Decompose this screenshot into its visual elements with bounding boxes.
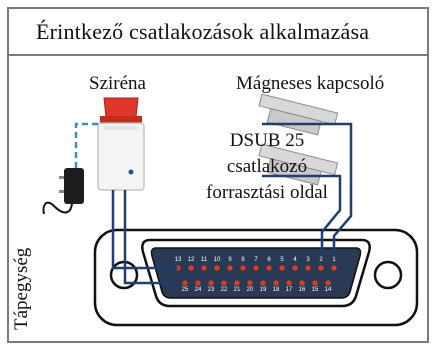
power-supply-label: Tápegység <box>11 247 32 330</box>
magnet-wires <box>262 122 353 256</box>
connector-pin-bottom <box>299 280 305 286</box>
connector-pin-bottom <box>221 280 227 286</box>
connector-pin-bottom-label: 14 <box>325 287 332 293</box>
connector-pin-bottom-label: 16 <box>299 287 306 293</box>
connector-pin-bottom <box>182 280 188 286</box>
pins-top-row: 13 12 11 10 9 8 7 6 5 4 3 2 1 <box>175 257 337 271</box>
connector-pin-top <box>240 265 246 271</box>
connector-pin-top-label: 12 <box>188 257 195 263</box>
connector-pin-top-label: 11 <box>201 257 208 263</box>
connector-pin-bottom <box>312 280 318 286</box>
connector-pin-bottom-label: 18 <box>273 287 280 293</box>
connector-pin-top <box>201 265 207 271</box>
connector-pin-top <box>305 265 311 271</box>
connector-pin-top <box>227 265 233 271</box>
siren-icon <box>97 97 145 191</box>
pins-bottom-row: 25 24 23 22 21 20 19 18 17 16 15 14 <box>182 280 332 293</box>
connector-pin-top <box>188 265 194 271</box>
connector-pin-top <box>279 265 285 271</box>
connector-pin-top <box>266 265 272 271</box>
header-bar: Érintkező csatlakozások alkalmazása <box>9 9 427 56</box>
magnetic-switch-label: Mágneses kapcsoló <box>236 73 385 94</box>
connector-pin-top-label: 13 <box>175 257 182 263</box>
connector-pin-bottom-label: 15 <box>312 287 319 293</box>
connector-pin-bottom <box>234 280 240 286</box>
connector-pin-bottom-label: 21 <box>234 287 241 293</box>
connector-pin-bottom <box>286 280 292 286</box>
connector-pin-bottom-label: 23 <box>208 287 215 293</box>
magnetic-switch-icon <box>258 93 339 186</box>
dsub-connector-shell <box>93 228 419 327</box>
connector-pin-bottom-label: 19 <box>260 287 267 293</box>
connector-pin-top <box>331 265 337 271</box>
connector-pin-top-label: 5 <box>280 257 284 263</box>
connector-pin-top-label: 10 <box>214 257 221 263</box>
connector-pin-bottom-label: 22 <box>221 287 228 293</box>
connector-pin-top <box>214 265 220 271</box>
connector-pin-top-label: 6 <box>267 257 271 263</box>
connector-pin-top <box>318 265 324 271</box>
connector-pin-top-label: 3 <box>306 257 310 263</box>
power-wire-dashed <box>74 122 98 168</box>
page-title: Érintkező csatlakozások alkalmazása <box>36 19 370 44</box>
connector-pin-top-label: 2 <box>319 257 323 263</box>
connector-pin-top-label: 4 <box>293 257 297 263</box>
dsub-label: DSUB 25 csatlakozó forrasztási oldal <box>206 130 328 203</box>
mount-hole-right <box>373 260 403 290</box>
connector-pin-top-label: 9 <box>228 257 232 263</box>
siren-label: Sziréna <box>89 73 146 94</box>
connector-pin-bottom <box>260 280 266 286</box>
power-adapter-icon <box>42 168 84 215</box>
connector-pin-bottom <box>208 280 214 286</box>
connector-pin-top-label: 7 <box>254 257 258 263</box>
siren-wires <box>111 190 178 285</box>
connector-pin-top-label: 1 <box>332 257 336 263</box>
connector-pin-bottom <box>247 280 253 286</box>
connector-pin-top <box>292 265 298 271</box>
connector-pin-top <box>253 265 259 271</box>
connector-pin-bottom <box>273 280 279 286</box>
connector-pin-bottom-label: 25 <box>182 287 189 293</box>
connector-pin-bottom <box>195 280 201 286</box>
connector-pin-bottom-label: 24 <box>195 287 202 293</box>
connector-pin-bottom-label: 17 <box>286 287 293 293</box>
connector-pin-top-label: 8 <box>241 257 245 263</box>
connector-pin-bottom <box>325 280 331 286</box>
connector-pin-bottom-label: 20 <box>247 287 254 293</box>
